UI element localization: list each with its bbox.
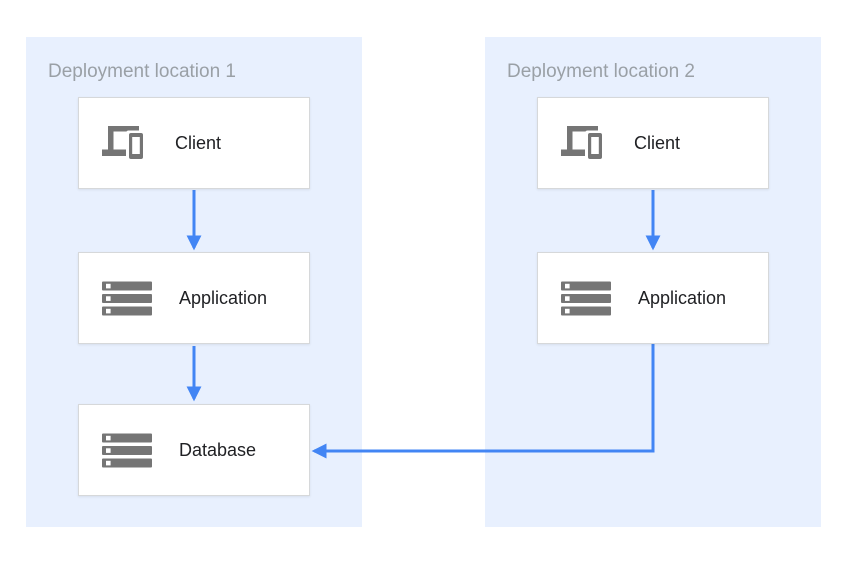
server-stack-icon <box>560 281 612 316</box>
node-client-zone1: Client <box>78 97 310 189</box>
node-label: Application <box>638 287 727 308</box>
zone-2-title: Deployment location 2 <box>507 61 695 82</box>
node-database-zone1: Database <box>78 404 310 496</box>
node-label: Database <box>179 439 257 460</box>
zone-1-title: Deployment location 1 <box>48 61 236 82</box>
node-client-zone2: Client <box>537 97 769 189</box>
node-application-zone1: Application <box>78 252 310 344</box>
devices-icon <box>560 123 608 163</box>
devices-icon <box>101 123 149 163</box>
node-application-zone2: Application <box>537 252 769 344</box>
node-label: Client <box>634 132 681 153</box>
node-label: Application <box>179 287 268 308</box>
server-stack-icon <box>101 433 153 468</box>
node-label: Client <box>175 132 222 153</box>
server-stack-icon <box>101 281 153 316</box>
